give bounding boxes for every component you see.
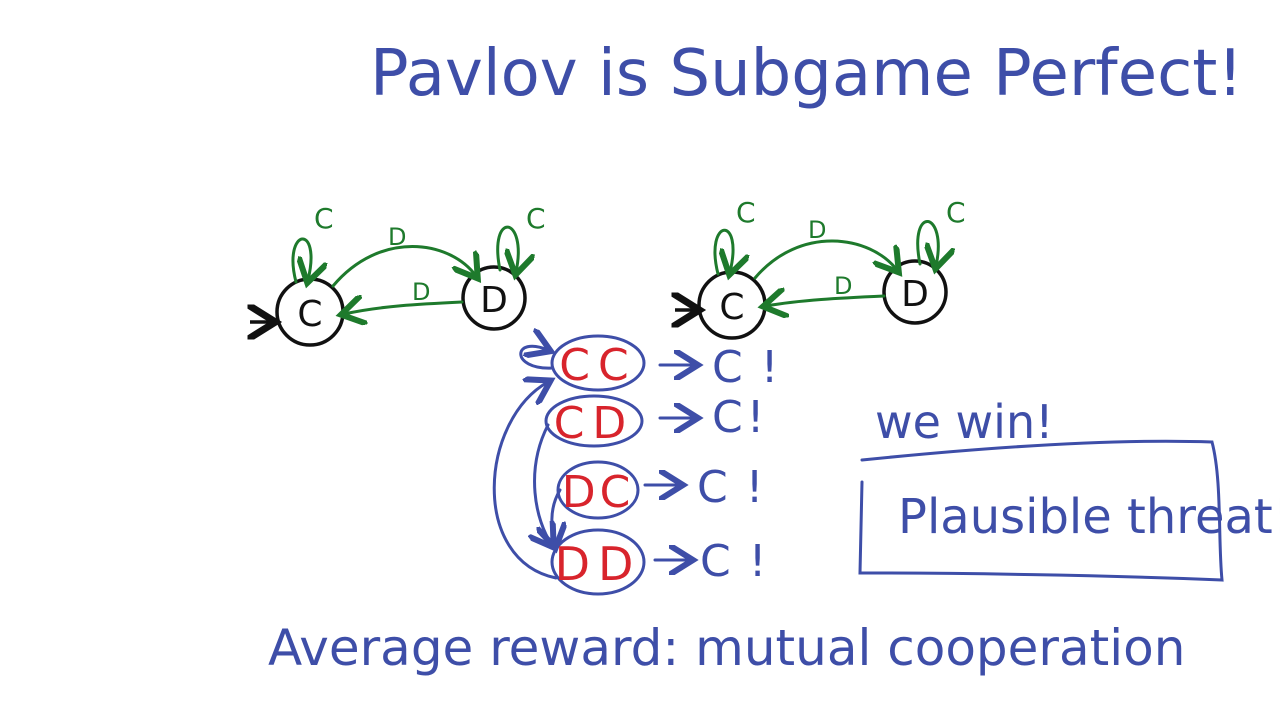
we-win-note: we win! xyxy=(875,395,1054,449)
edge-c-to-d xyxy=(331,245,476,288)
edge-d-to-c xyxy=(344,302,464,314)
fsm-right: C D C C D D xyxy=(675,196,966,340)
self-loop-c xyxy=(291,237,311,282)
joint-state-dc: DC C! xyxy=(556,460,781,520)
joint-state-label: CD xyxy=(554,398,635,449)
cc-self-loop xyxy=(519,346,552,370)
state-d-circle xyxy=(461,265,527,331)
edge-d-to-c xyxy=(766,296,886,306)
footer-note: Average reward: mutual cooperation xyxy=(268,619,1185,677)
edge-d-to-c-label: D xyxy=(412,278,430,306)
state-d-circle xyxy=(882,259,948,325)
joint-state-label: DC xyxy=(562,467,635,518)
joint-state-cd: CD C! xyxy=(544,392,768,449)
edge-c-to-d-label: D xyxy=(388,223,406,251)
state-d-label: D xyxy=(901,274,929,315)
self-loop-d xyxy=(496,225,519,272)
self-loop-d-label: C xyxy=(946,196,966,229)
edge-d-to-c-label: D xyxy=(834,272,852,300)
fsm-left: C D C C D D xyxy=(250,202,546,347)
joint-state-label: DD xyxy=(555,537,642,591)
dd-to-cc-arrow xyxy=(492,382,558,580)
plausible-threat-note: Plausible threat! xyxy=(898,489,1280,545)
self-loop-c-label: C xyxy=(736,196,756,229)
self-loop-d xyxy=(916,220,939,266)
self-loop-c-label: C xyxy=(314,202,334,235)
edge-c-to-d-label: D xyxy=(808,216,826,244)
joint-state-result: C! xyxy=(700,536,784,587)
edge-c-to-d xyxy=(753,239,897,280)
state-c-label: C xyxy=(297,294,322,335)
self-loop-c xyxy=(713,228,733,274)
joint-state-dd: DD C! xyxy=(550,528,784,596)
threat-box xyxy=(858,439,1224,582)
joint-states: CC C! CD C! DC C! DD C! xyxy=(492,334,796,596)
joint-state-cc: CC C! xyxy=(550,334,796,393)
page-title: Pavlov is Subgame Perfect! xyxy=(370,37,1243,111)
joint-state-result: C! xyxy=(697,462,781,513)
joint-state-label: CC xyxy=(559,340,636,391)
joint-state-result: C! xyxy=(712,342,796,393)
state-d-label: D xyxy=(480,280,508,321)
state-c-label: C xyxy=(719,287,744,328)
joint-state-result: C! xyxy=(712,392,768,443)
self-loop-d-label: C xyxy=(526,202,546,235)
cd-to-dd-arrow xyxy=(535,423,552,545)
